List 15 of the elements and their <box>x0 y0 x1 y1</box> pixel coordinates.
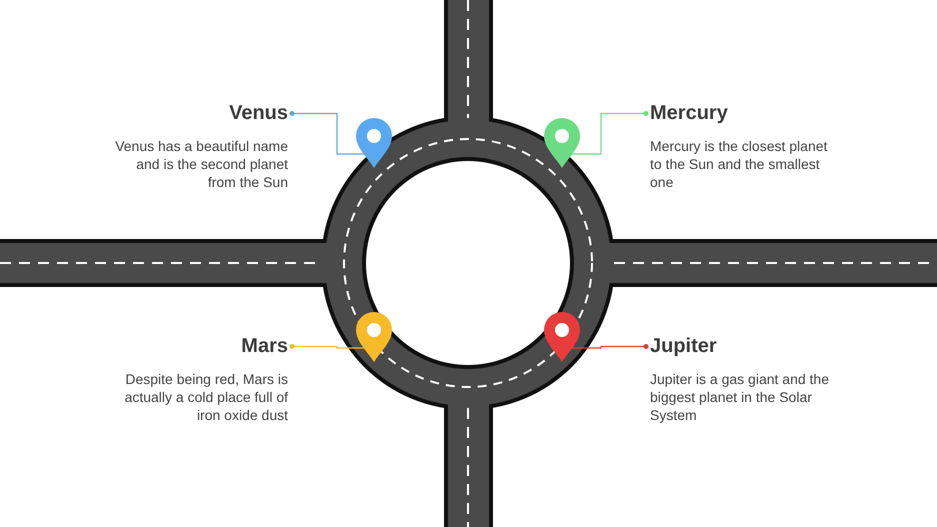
planet-title: Mercury <box>650 102 728 125</box>
leader-line <box>572 111 648 155</box>
map-pin-icon <box>354 312 394 363</box>
planet-description: Jupiter is a gas giant and the biggest planet in the Solar System <box>650 370 830 424</box>
planet-title: Jupiter <box>650 335 717 358</box>
planet-description: Venus has a beautiful name and is the second planet from the Sun <box>114 137 288 191</box>
planet-title: Venus <box>229 102 288 125</box>
leader-line <box>572 344 648 349</box>
map-pin-icon <box>542 118 582 169</box>
planet-title: Mars <box>241 335 288 358</box>
planet-description: Mercury is the closest planet to the Sun and the smallest one <box>650 137 828 191</box>
map-pin-icon <box>354 118 394 169</box>
map-pin-icon <box>542 312 582 363</box>
leader-line <box>290 111 364 155</box>
planet-description: Despite being red, Mars is actually a cold place full of iron oxide dust <box>124 370 288 424</box>
